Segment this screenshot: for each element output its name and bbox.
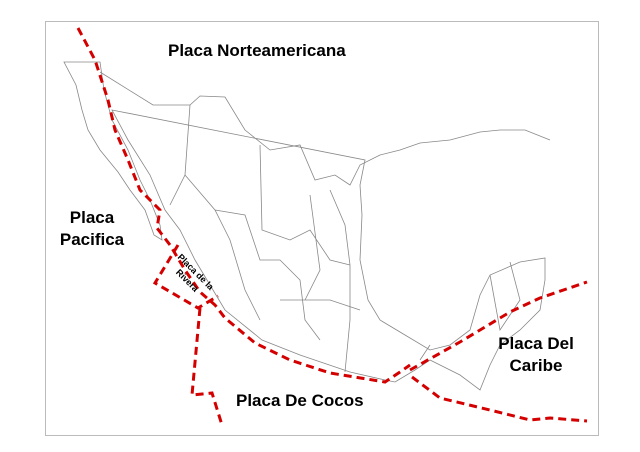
label-caribbean-plate: Placa Del Caribe <box>486 333 586 377</box>
rivera-cocos-boundary <box>190 307 224 426</box>
label-pacific-plate: Placa Pacifica <box>52 207 132 251</box>
map-frame <box>45 21 599 436</box>
label-caribbean-line1: Placa Del <box>498 334 574 353</box>
rivera-plate-boundary <box>152 244 219 310</box>
pacific-north-american-boundary <box>76 27 411 384</box>
label-north-american-plate: Placa Norteamericana <box>168 41 346 60</box>
label-pacific-line2: Pacifica <box>59 230 125 250</box>
mainland-mexico <box>99 71 551 391</box>
caribbean-boundary-south <box>411 375 588 423</box>
mexico-outline <box>63 61 551 391</box>
label-caribbean-line2: Caribe <box>509 356 563 376</box>
state-borders <box>169 104 521 373</box>
label-pacific-line1: Placa <box>69 208 115 227</box>
label-cocos-plate: Placa De Cocos <box>236 391 364 410</box>
